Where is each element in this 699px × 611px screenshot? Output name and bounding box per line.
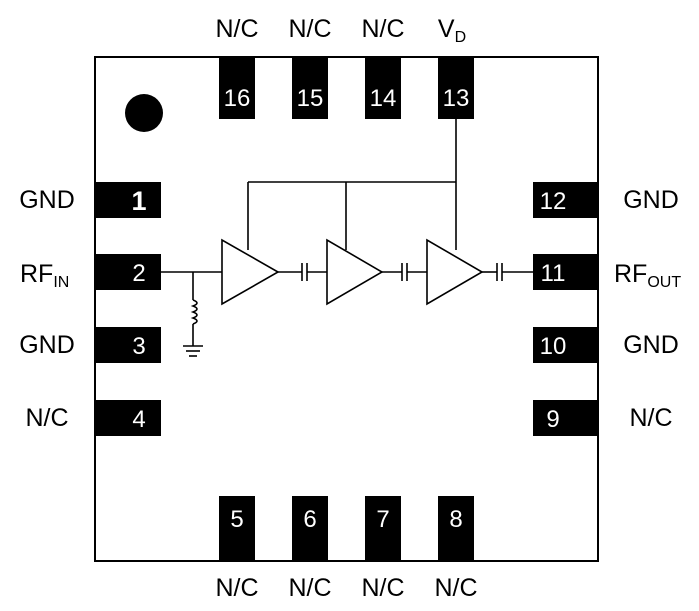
pin-2-label: RFIN <box>20 260 69 291</box>
pin-2: 2 <box>95 254 161 290</box>
amplifier-3-triangle <box>426 238 484 306</box>
pin-3-label: GND <box>19 331 75 359</box>
pin-10-number: 10 <box>540 333 567 360</box>
pin-4-number: 4 <box>132 406 145 433</box>
pin-13-label-sub: D <box>455 29 467 46</box>
pin-13-number: 13 <box>443 85 470 112</box>
pin-9-number: 9 <box>546 406 559 433</box>
pin-11: 11 <box>533 254 598 290</box>
pin-12-label: GND <box>623 186 679 214</box>
pin-13-label: VD <box>438 15 466 46</box>
pin-3: 3 <box>95 327 161 363</box>
pin-11-number: 11 <box>541 260 566 287</box>
pin-14-label: N/C <box>361 15 404 43</box>
pin-9: 9 <box>533 400 598 436</box>
pin-14-number: 14 <box>370 85 397 112</box>
pin-15: 15 <box>292 57 328 119</box>
pin-7: 7 <box>365 496 401 561</box>
pin-5-number: 5 <box>230 506 243 533</box>
inductor-coil <box>190 299 198 325</box>
pin-7-number: 7 <box>376 506 389 533</box>
pin1-indicator-dot <box>125 94 163 132</box>
pin-3-number: 3 <box>132 333 145 360</box>
pin-2-number: 2 <box>132 260 145 287</box>
pin-1-number: 1 <box>131 186 146 216</box>
pin-4-label: N/C <box>25 404 68 432</box>
pin-15-number: 15 <box>297 85 324 112</box>
pin-8: 8 <box>438 496 474 561</box>
pin-12: 12 <box>533 182 598 218</box>
pin-2-label-main: RF <box>20 260 53 288</box>
pin-16: 16 <box>219 57 255 119</box>
pin-16-number: 16 <box>224 85 251 112</box>
pin-5: 5 <box>219 496 255 561</box>
pin-2-label-sub: IN <box>53 274 69 291</box>
pin-8-number: 8 <box>449 506 462 533</box>
pin-14: 14 <box>365 57 401 119</box>
pin-5-label: N/C <box>215 574 258 602</box>
internal-circuit <box>161 119 533 357</box>
pin-8-label: N/C <box>434 574 477 602</box>
pin-1: 1 <box>95 182 161 218</box>
pin-12-number: 12 <box>540 188 567 215</box>
pin-15-label: N/C <box>288 15 331 43</box>
pin-11-label: RFOUT <box>614 260 681 291</box>
pin-6: 6 <box>292 496 328 561</box>
amplifier-1-triangle <box>221 238 280 306</box>
pin-6-label: N/C <box>288 574 331 602</box>
pin-13: 13 <box>438 57 474 119</box>
amplifier-2-triangle <box>326 238 384 306</box>
pin-7-label: N/C <box>361 574 404 602</box>
pin-11-label-main: RF <box>614 260 647 288</box>
pin-10-label: GND <box>623 331 679 359</box>
pin-4: 4 <box>95 400 161 436</box>
pin-16-label: N/C <box>215 15 258 43</box>
pin-6-number: 6 <box>303 506 316 533</box>
pin-9-label: N/C <box>629 404 672 432</box>
package-outline <box>94 56 599 562</box>
pin-1-label: GND <box>19 186 75 214</box>
pin-13-label-main: V <box>438 15 455 43</box>
pin-11-label-sub: OUT <box>647 274 681 291</box>
pin-10: 10 <box>533 327 598 363</box>
